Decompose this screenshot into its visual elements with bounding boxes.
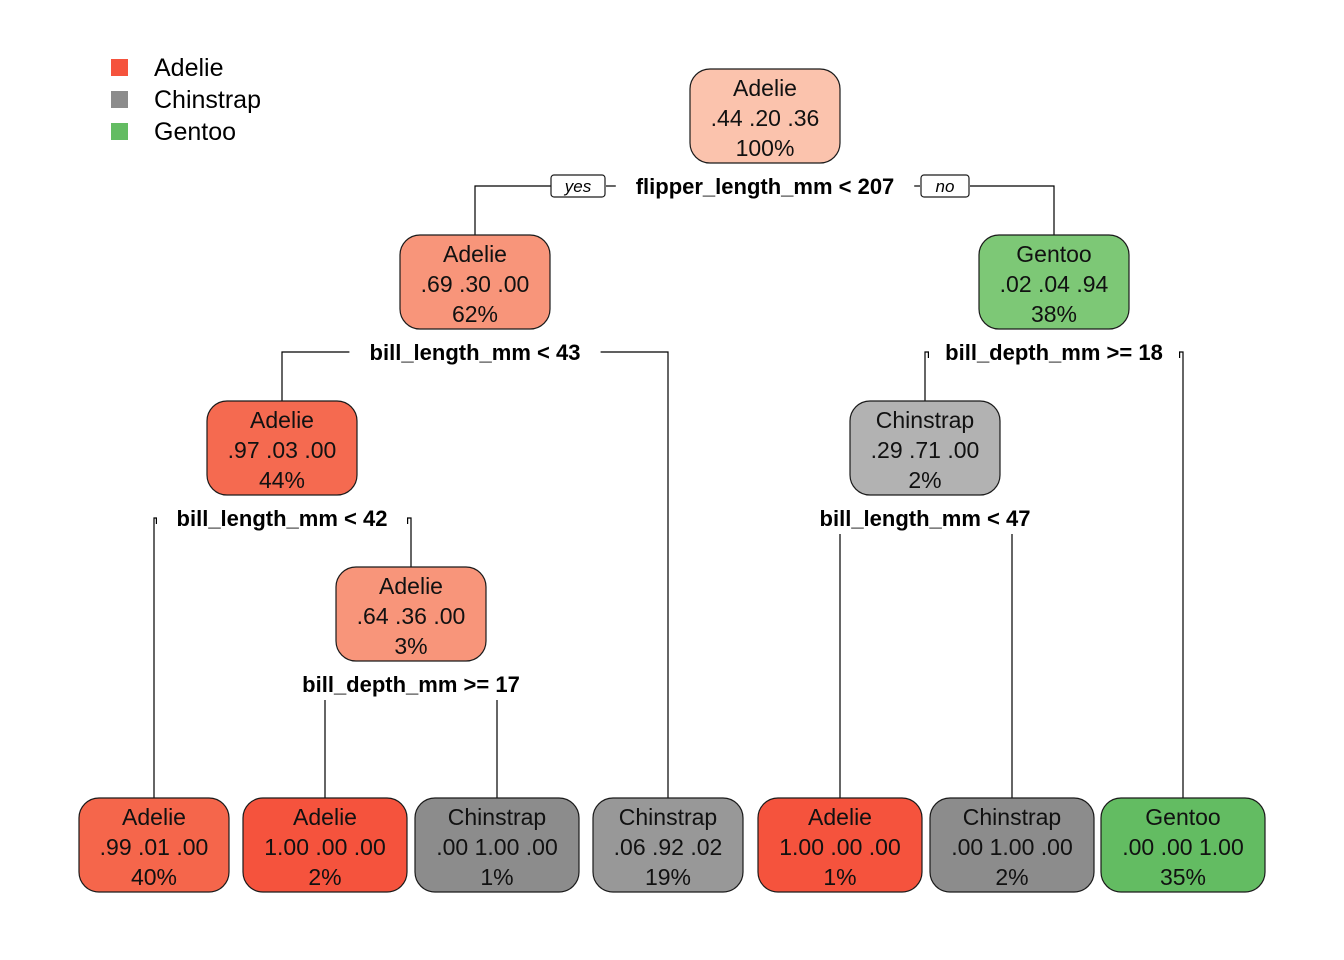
node-probabilities: .00 1.00 .00 — [951, 834, 1073, 860]
legend-label: Chinstrap — [154, 86, 261, 114]
legend-item-chinstrap: Chinstrap — [111, 86, 261, 114]
node-box — [399, 234, 551, 330]
node-class-label: Chinstrap — [963, 804, 1061, 830]
tree-node-n11: Chinstrap .00 1.00 .00 1% — [414, 797, 580, 893]
node-box — [414, 797, 580, 893]
node-percentage: 2% — [995, 864, 1028, 890]
node-box — [929, 797, 1095, 893]
node-probabilities: .64 .36 .00 — [357, 603, 466, 629]
node-probabilities: .00 .00 1.00 — [1122, 834, 1244, 860]
edge-n1-n2 — [474, 185, 552, 235]
node-percentage: 1% — [480, 864, 513, 890]
yes-label: yes — [564, 177, 592, 196]
node-box — [689, 68, 841, 164]
node-box — [849, 400, 1001, 496]
tree-node-n12: Adelie 1.00 .00 .00 1% — [757, 797, 923, 893]
node-class-label: Adelie — [293, 804, 357, 830]
legend-item-gentoo: Gentoo — [111, 118, 236, 146]
tree-node-n2: Adelie .69 .30 .00 62% bill_length_mm < 43 — [370, 234, 581, 365]
legend-swatch — [111, 123, 128, 140]
legend-label: Adelie — [154, 54, 224, 82]
node-percentage: 44% — [259, 467, 305, 493]
node-percentage: 1% — [823, 864, 856, 890]
legend-swatch — [111, 59, 128, 76]
node-box — [242, 797, 408, 893]
tree-node-n5: Chinstrap .06 .92 .02 19% — [592, 797, 744, 893]
node-percentage: 100% — [736, 135, 795, 161]
node-box — [335, 566, 487, 662]
node-percentage: 2% — [308, 864, 341, 890]
node-box — [978, 234, 1130, 330]
tree-node-n10: Adelie 1.00 .00 .00 2% — [242, 797, 408, 893]
node-percentage: 2% — [908, 467, 941, 493]
no-label-box — [920, 174, 970, 198]
node-percentage: 3% — [394, 633, 427, 659]
node-class-label: Adelie — [808, 804, 872, 830]
split-rule: bill_length_mm < 42 — [177, 506, 388, 531]
node-probabilities: .06 .92 .02 — [614, 834, 723, 860]
tree-node-n4: Adelie .97 .03 .00 44% bill_length_mm < 42 — [177, 400, 388, 531]
node-percentage: 62% — [452, 301, 498, 327]
node-probabilities: .99 .01 .00 — [100, 834, 209, 860]
node-box — [1100, 797, 1266, 893]
node-class-label: Adelie — [379, 573, 443, 599]
edge-n3-n7 — [1179, 351, 1184, 798]
node-percentage: 19% — [645, 864, 691, 890]
tree-node-n6: Chinstrap .29 .71 .00 2% bill_length_mm < 4… — [820, 400, 1031, 531]
node-class-label: Chinstrap — [619, 804, 717, 830]
edge-n2-n5 — [600, 351, 669, 798]
split-rule: bill_length_mm < 43 — [370, 340, 581, 365]
tree-node-n7: Gentoo .00 .00 1.00 35% — [1100, 797, 1266, 893]
node-percentage: 35% — [1160, 864, 1206, 890]
node-probabilities: .97 .03 .00 — [228, 437, 337, 463]
legend-swatch — [111, 91, 128, 108]
node-probabilities: 1.00 .00 .00 — [264, 834, 386, 860]
edge-n2-n4 — [281, 351, 350, 401]
yes-label-box — [550, 174, 606, 198]
node-class-label: Adelie — [250, 407, 314, 433]
legend-item-adelie: Adelie — [111, 54, 224, 82]
node-probabilities: .00 1.00 .00 — [436, 834, 558, 860]
tree-node-n8: Adelie .99 .01 .00 40% — [78, 797, 230, 893]
edge-n3-n6 — [924, 351, 929, 401]
node-class-label: Adelie — [122, 804, 186, 830]
node-probabilities: .69 .30 .00 — [421, 271, 530, 297]
split-rule: bill_length_mm < 47 — [820, 506, 1031, 531]
node-box — [206, 400, 358, 496]
node-class-label: Chinstrap — [448, 804, 546, 830]
node-probabilities: .29 .71 .00 — [871, 437, 980, 463]
edge-n1-n3 — [970, 185, 1055, 235]
tree-node-n1: Adelie .44 .20 .36 100% flipper_length_mm <… — [636, 68, 895, 199]
node-probabilities: 1.00 .00 .00 — [779, 834, 901, 860]
node-class-label: Gentoo — [1145, 804, 1220, 830]
split-rule: bill_depth_mm >= 18 — [945, 340, 1163, 365]
node-class-label: Adelie — [733, 75, 797, 101]
node-box — [592, 797, 744, 893]
edge-n4-n8 — [153, 517, 157, 798]
edge-n4-n9 — [407, 517, 412, 567]
node-percentage: 38% — [1031, 301, 1077, 327]
no-label: no — [936, 177, 955, 196]
node-probabilities: .44 .20 .36 — [711, 105, 820, 131]
node-class-label: Gentoo — [1016, 241, 1091, 267]
tree-node-n9: Adelie .64 .36 .00 3% bill_depth_mm >= 17 — [302, 566, 520, 697]
split-rule: flipper_length_mm < 207 — [636, 174, 895, 199]
node-class-label: Chinstrap — [876, 407, 974, 433]
tree-node-n3: Gentoo .02 .04 .94 38% bill_depth_mm >= 18 — [945, 234, 1163, 365]
split-rule: bill_depth_mm >= 17 — [302, 672, 520, 697]
node-class-label: Adelie — [443, 241, 507, 267]
node-percentage: 40% — [131, 864, 177, 890]
node-box — [78, 797, 230, 893]
legend-label: Gentoo — [154, 118, 236, 146]
tree-node-n13: Chinstrap .00 1.00 .00 2% — [929, 797, 1095, 893]
node-probabilities: .02 .04 .94 — [1000, 271, 1109, 297]
node-box — [757, 797, 923, 893]
